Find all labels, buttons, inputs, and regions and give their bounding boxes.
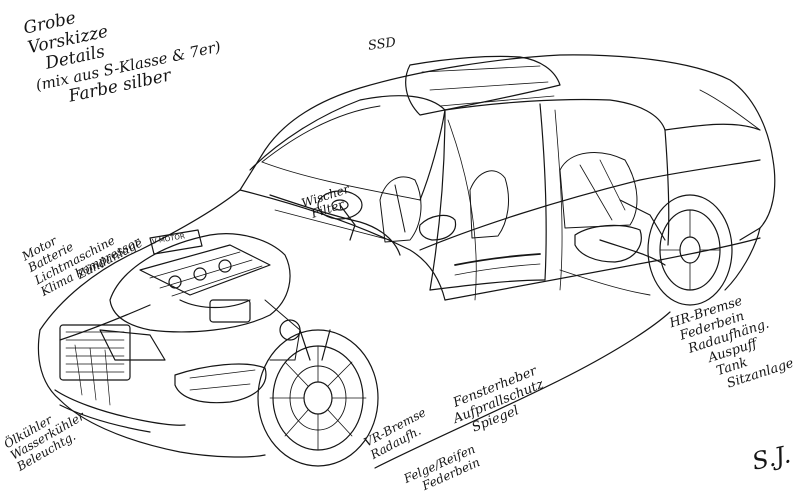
- headlights: [174, 363, 267, 404]
- dashboard: [269, 194, 401, 256]
- engine: [99, 233, 301, 361]
- signature: S.J.: [750, 440, 794, 475]
- side-mirror: [418, 214, 457, 241]
- seats: [379, 152, 638, 243]
- door-frames: [429, 98, 670, 301]
- door-crash-beam: [454, 253, 541, 276]
- rear-wheel: [647, 194, 733, 306]
- front-wheel: [257, 329, 379, 467]
- engine-cover: [149, 229, 203, 255]
- front-bumper: [54, 344, 186, 433]
- fuel-tank: [574, 224, 642, 263]
- steering-wheel: [317, 190, 363, 241]
- front-brake: [289, 329, 347, 431]
- radiator: [59, 324, 131, 381]
- car-body-outline: [37, 54, 776, 469]
- roof-label: SSD: [367, 35, 397, 54]
- sunroof: [405, 55, 561, 116]
- rear-suspension: [559, 199, 666, 296]
- windshield-frame: [249, 95, 446, 201]
- trunk-lid: [664, 89, 761, 131]
